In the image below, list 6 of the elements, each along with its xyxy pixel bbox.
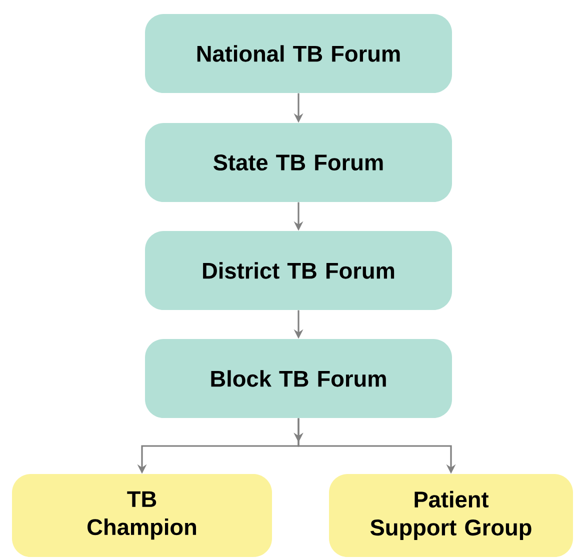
forum-box: State TB Forum — [145, 123, 452, 202]
forum-box: District TB Forum — [145, 231, 452, 310]
group-box: TB Champion — [12, 474, 272, 557]
forum-box: National TB Forum — [145, 14, 452, 93]
forum-box: Block TB Forum — [145, 339, 452, 418]
group-box: Patient Support Group — [329, 474, 573, 557]
